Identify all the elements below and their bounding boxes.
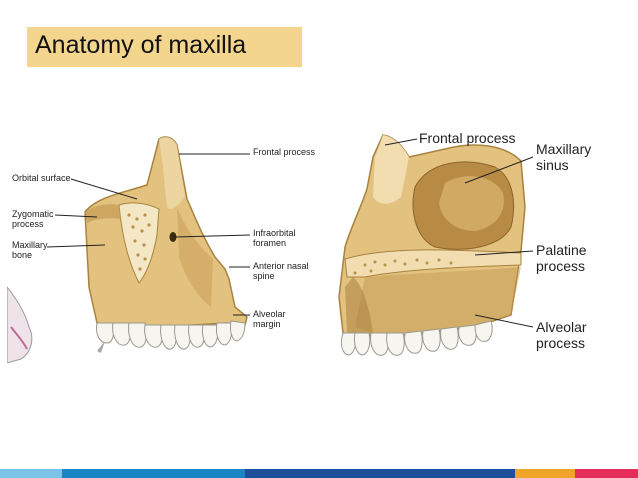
maxillary-bone-label-line2: bone <box>12 250 33 260</box>
alveolar-margin-label-line1: Alveolar <box>253 309 286 319</box>
right-frontal-process-label: Frontal process <box>419 130 516 146</box>
maxilla-medial-figure: Frontal process Maxillary sinus Palatine… <box>325 127 631 363</box>
orbital-surface-label: Orbital surface <box>12 173 71 183</box>
zygomatic-process-label-line2: process <box>12 219 44 229</box>
page-title: Anatomy of maxilla <box>35 31 247 59</box>
infraorbital-foramen-label-line1: Infraorbital <box>253 228 296 238</box>
alveolar-margin-label-line2: margin <box>253 319 281 329</box>
palatine-process-label-line2: process <box>536 258 586 274</box>
maxillary-bone-label-line1: Maxillary <box>12 240 48 250</box>
alveolar-process-label-line2: process <box>536 335 586 351</box>
footer-segment-red <box>575 469 638 478</box>
infraorbital-foramen-label-line2: foramen <box>253 238 287 248</box>
zygomatic-process-label-line1: Zygomatic <box>12 209 54 219</box>
palatine-process-label-line1: Palatine <box>536 242 587 258</box>
footer-color-bar <box>0 469 638 478</box>
maxilla-lateral-illustration <box>6 127 319 364</box>
footer-segment-orange <box>515 469 575 478</box>
anterior-nasal-spine-label-line2: spine <box>253 271 275 281</box>
alveolar-process-label-line1: Alveolar <box>536 319 587 335</box>
maxillary-sinus-label-line2: sinus <box>536 157 569 173</box>
footer-segment-dark-blue <box>245 469 515 478</box>
maxilla-lateral-figure: Frontal process Orbital surface Zygomati… <box>6 127 319 364</box>
maxillary-sinus-label-line1: Maxillary <box>536 141 592 157</box>
title-box: Anatomy of maxilla <box>27 27 302 67</box>
footer-segment-light-blue <box>0 469 62 478</box>
footer-segment-blue <box>62 469 245 478</box>
frontal-process-label: Frontal process <box>253 147 316 157</box>
anterior-nasal-spine-label-line1: Anterior nasal <box>253 261 309 271</box>
maxilla-medial-illustration <box>338 134 534 356</box>
